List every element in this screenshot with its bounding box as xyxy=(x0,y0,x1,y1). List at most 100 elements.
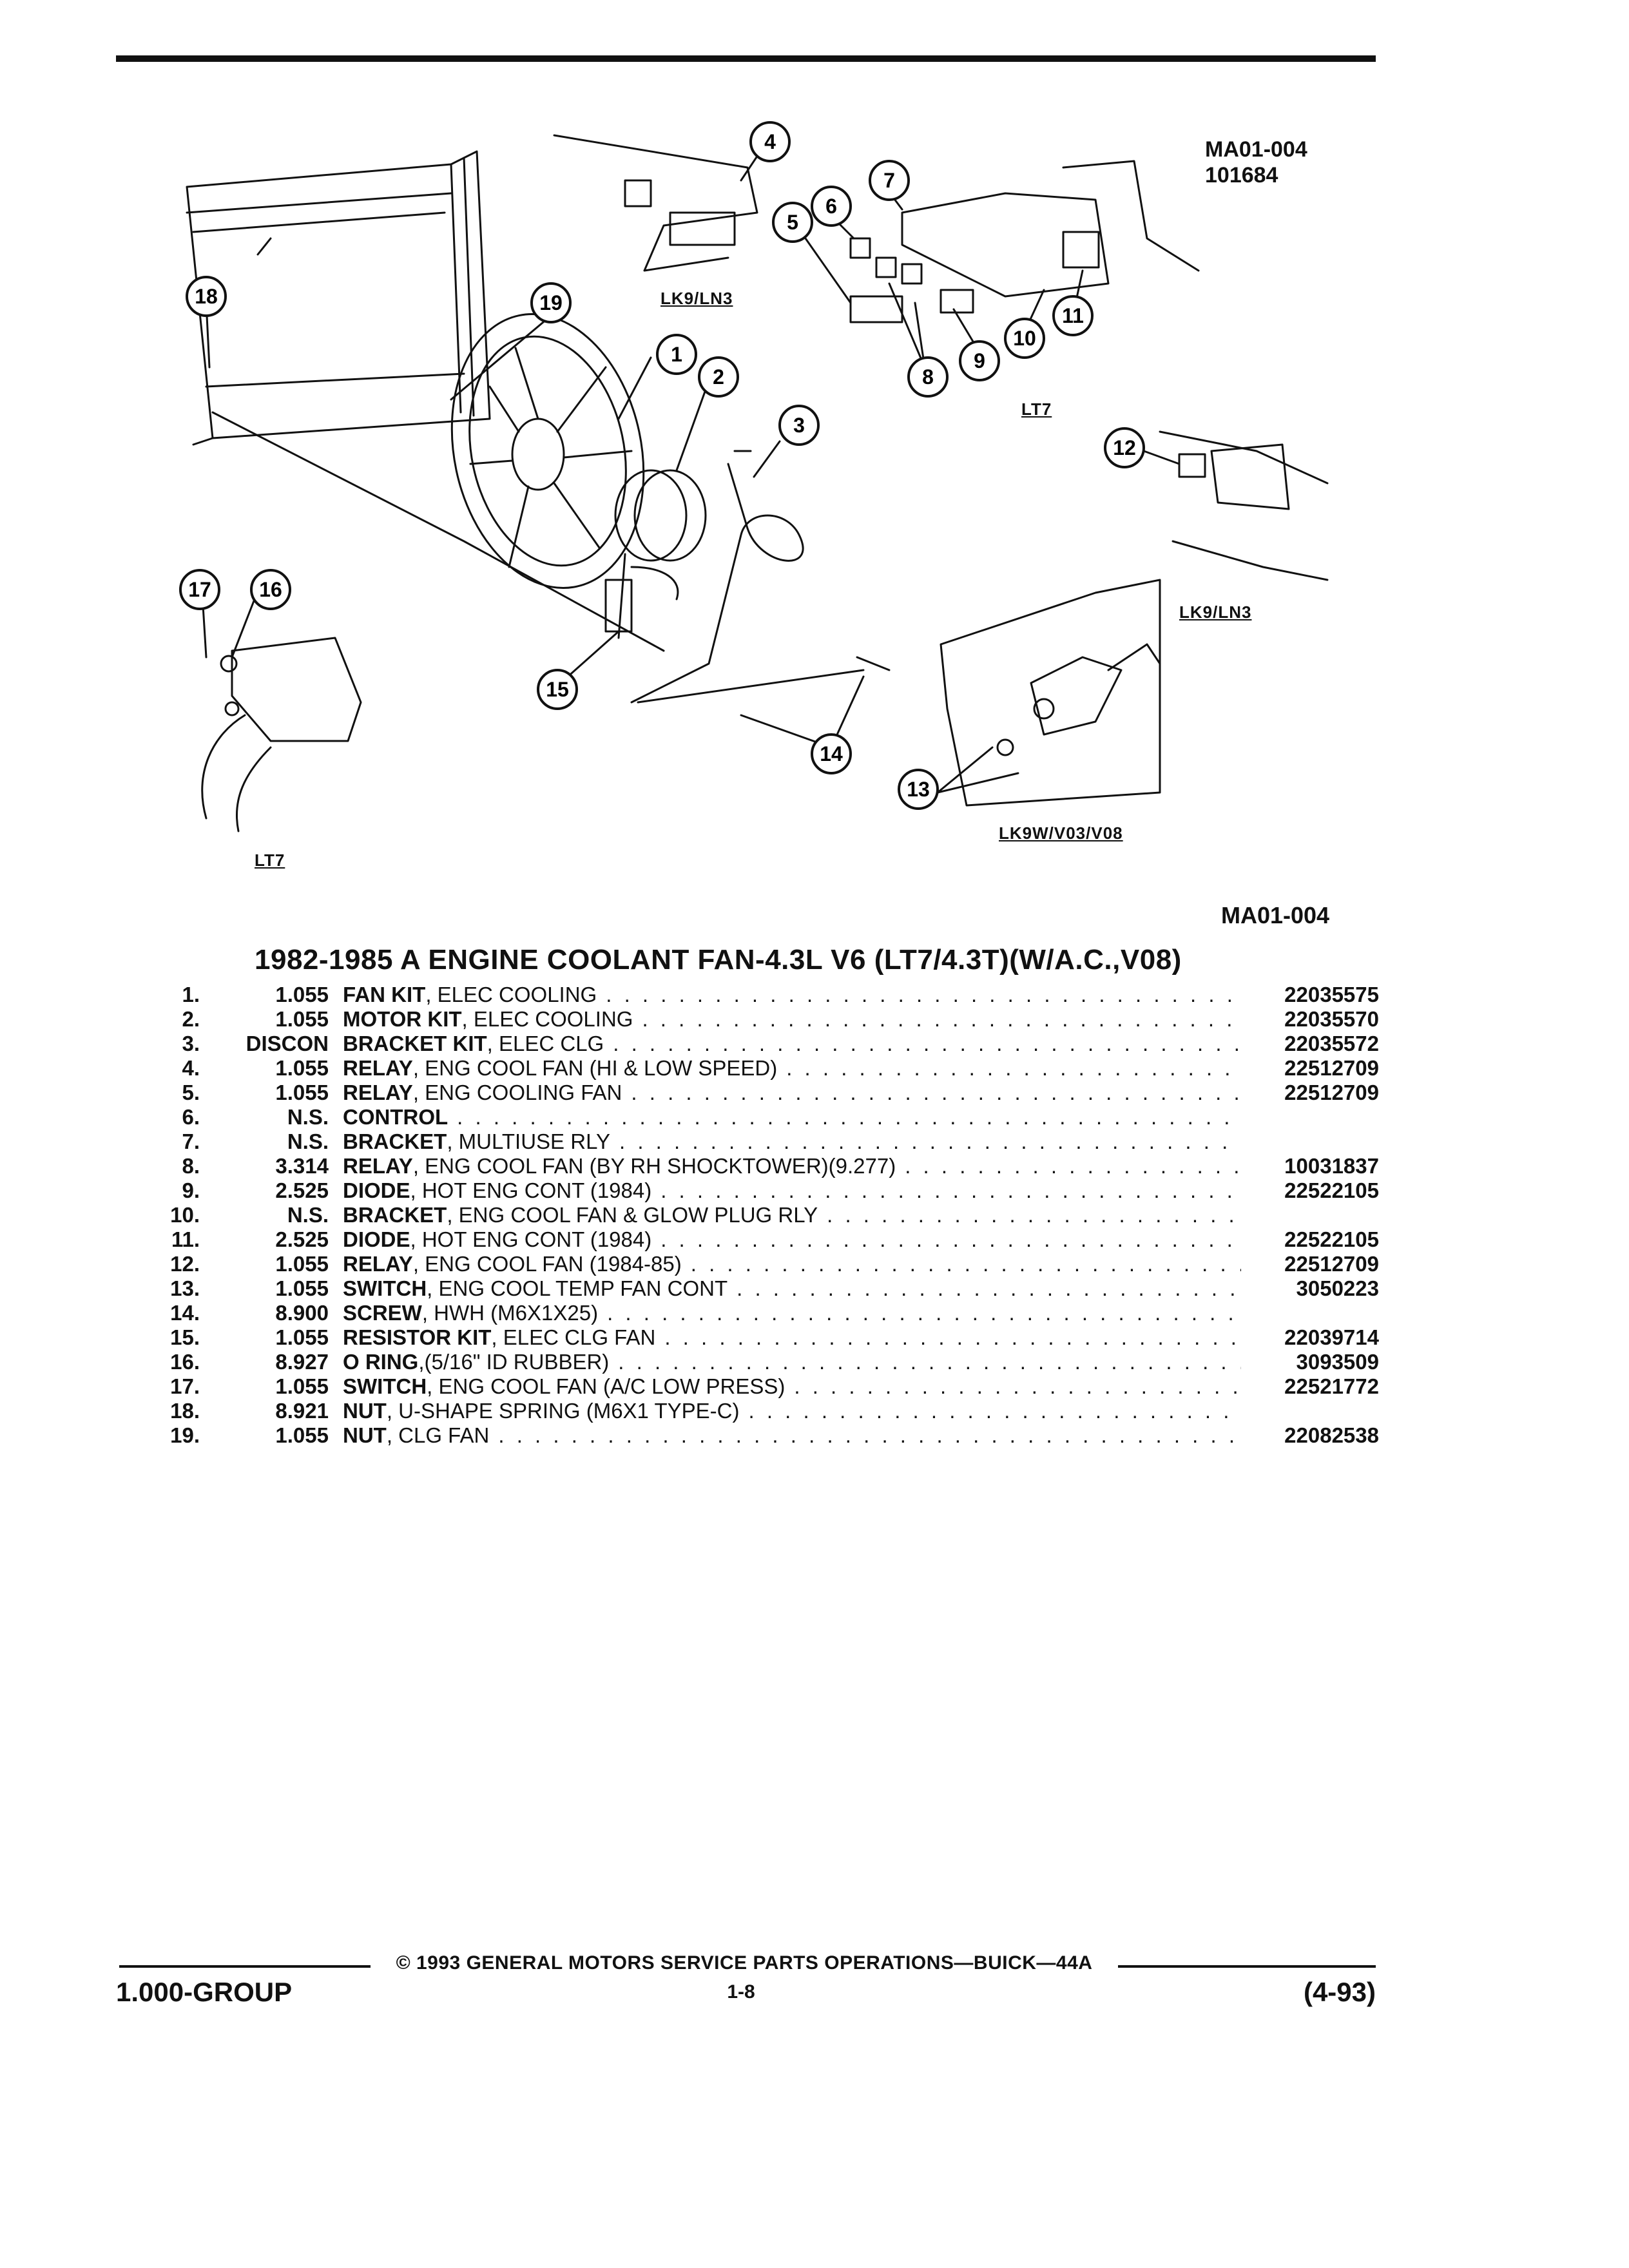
part-description: SWITCH , ENG COOL FAN (A/C LOW PRESS) xyxy=(343,1374,1250,1399)
part-catalog-number: 22039714 xyxy=(1284,1325,1379,1349)
footer-date: (4-93) xyxy=(1303,1977,1376,2007)
dot-leader xyxy=(660,1178,1241,1203)
svg-text:4: 4 xyxy=(764,130,776,153)
part-number: 18. xyxy=(170,1399,200,1423)
part-description: DIODE , HOT ENG CONT (1984) xyxy=(343,1227,1250,1252)
part-number: 6. xyxy=(182,1105,200,1129)
part-row: 10.N.S.BRACKET , ENG COOL FAN & GLOW PLU… xyxy=(155,1203,1379,1227)
dot-leader xyxy=(498,1423,1241,1448)
svg-text:9: 9 xyxy=(974,349,985,372)
part-description: RESISTOR KIT , ELEC CLG FAN xyxy=(343,1325,1250,1350)
leader-lines xyxy=(202,150,1181,794)
svg-text:10: 10 xyxy=(1013,327,1036,350)
part-detail: , ENG COOL FAN (1984-85) xyxy=(412,1252,682,1276)
part-detail: , ENG COOL TEMP FAN CONT xyxy=(427,1276,728,1300)
part-group: 1.055 xyxy=(275,1056,329,1080)
part-catalog-number: 22522105 xyxy=(1284,1227,1379,1251)
dot-leader xyxy=(905,1154,1241,1178)
label-lk9w-v03-v08: LK9W/V03/V08 xyxy=(999,823,1123,843)
part-description: DIODE , HOT ENG CONT (1984) xyxy=(343,1178,1250,1203)
top-relay-illustration xyxy=(553,134,758,272)
part-group: 1.055 xyxy=(275,983,329,1006)
part-name: RESISTOR KIT xyxy=(343,1325,492,1349)
callout-8: 8 xyxy=(907,356,949,398)
label-lk9-ln3-top: LK9/LN3 xyxy=(660,289,733,308)
part-detail: , ELEC COOLING xyxy=(461,1007,633,1031)
part-detail: , ENG COOL FAN (HI & LOW SPEED) xyxy=(412,1056,778,1080)
part-number: 10. xyxy=(170,1203,200,1227)
callout-12: 12 xyxy=(1104,427,1145,468)
part-catalog-number: 22035570 xyxy=(1284,1007,1379,1031)
part-detail: , HOT ENG CONT (1984) xyxy=(410,1227,652,1251)
footer-copyright: © 1993 GENERAL MOTORS SERVICE PARTS OPER… xyxy=(396,1952,1093,1974)
part-description: RELAY , ENG COOL FAN (BY RH SHOCKTOWER)(… xyxy=(343,1154,1250,1178)
part-group: 1.055 xyxy=(275,1081,329,1104)
part-description: NUT , U-SHAPE SPRING (M6X1 TYPE-C) xyxy=(343,1399,1250,1423)
part-catalog-number: 22512709 xyxy=(1284,1081,1379,1104)
part-row: 4. 1.055 RELAY , ENG COOL FAN (HI & LOW SP… xyxy=(155,1056,1379,1081)
part-description: FAN KIT , ELEC COOLING xyxy=(343,983,1250,1007)
bracket-illustration xyxy=(630,450,891,704)
radiator-illustration xyxy=(186,150,491,446)
part-detail: , U-SHAPE SPRING (M6X1 TYPE-C) xyxy=(386,1399,740,1423)
part-name: SCREW xyxy=(343,1301,422,1325)
part-number: 12. xyxy=(170,1252,200,1276)
part-row: 17. 1.055 SWITCH , ENG COOL FAN (A/C LOW P… xyxy=(155,1374,1379,1399)
part-group: N.S. xyxy=(287,1203,329,1227)
svg-text:12: 12 xyxy=(1113,436,1136,459)
svg-text:2: 2 xyxy=(713,365,724,389)
callout-5: 5 xyxy=(772,202,813,243)
label-lk9-ln3-right: LK9/LN3 xyxy=(1179,602,1252,622)
callout-19: 19 xyxy=(530,282,572,323)
relay-bracket-illustration xyxy=(849,160,1200,323)
part-number: 2. xyxy=(182,1007,200,1031)
callout-1: 1 xyxy=(656,334,697,375)
part-description: CONTROL xyxy=(343,1105,1250,1129)
part-name: DIODE xyxy=(343,1178,410,1202)
part-catalog-number: 22035572 xyxy=(1284,1032,1379,1055)
part-detail: , MULTIUSE RLY xyxy=(447,1129,610,1153)
svg-text:1: 1 xyxy=(671,343,682,366)
part-group: 1.055 xyxy=(275,1374,329,1398)
callout-3: 3 xyxy=(778,405,820,446)
part-catalog-number: 22522105 xyxy=(1284,1178,1379,1202)
top-rule xyxy=(116,55,1376,62)
part-catalog-number: 22035575 xyxy=(1284,983,1379,1006)
fan-shroud-illustration xyxy=(450,313,645,589)
part-number: 17. xyxy=(170,1374,200,1398)
dot-leader xyxy=(613,1032,1241,1056)
part-name: NUT xyxy=(343,1423,387,1447)
dot-leader xyxy=(642,1007,1241,1032)
part-group: 1.055 xyxy=(275,1276,329,1300)
part-description: SCREW , HWH (M6X1X25) xyxy=(343,1301,1250,1325)
section-title: 1982-1985 A ENGINE COOLANT FAN-4.3L V6 (… xyxy=(255,944,1182,975)
dot-leader xyxy=(827,1203,1241,1227)
part-group: 2.525 xyxy=(275,1227,329,1251)
part-name: RELAY xyxy=(343,1056,413,1080)
dot-leader xyxy=(618,1350,1241,1374)
part-number: 4. xyxy=(182,1056,200,1080)
dot-leader xyxy=(786,1056,1241,1081)
part-name: DIODE xyxy=(343,1227,410,1251)
fan-motor-illustration xyxy=(614,469,707,562)
part-description: NUT , CLG FAN xyxy=(343,1423,1250,1448)
dot-leader xyxy=(660,1227,1241,1252)
part-name: BRACKET xyxy=(343,1129,447,1153)
part-name: NUT xyxy=(343,1399,387,1423)
part-group: N.S. xyxy=(287,1105,329,1129)
part-catalog-number: 22512709 xyxy=(1284,1252,1379,1276)
dot-leader xyxy=(749,1399,1242,1423)
dot-leader xyxy=(664,1325,1241,1350)
part-detail: , ELEC COOLING xyxy=(425,983,597,1006)
part-group: 1.055 xyxy=(275,1325,329,1349)
dot-leader xyxy=(794,1374,1241,1399)
part-row: 7.N.S.BRACKET , MULTIUSE RLY xyxy=(155,1129,1379,1154)
